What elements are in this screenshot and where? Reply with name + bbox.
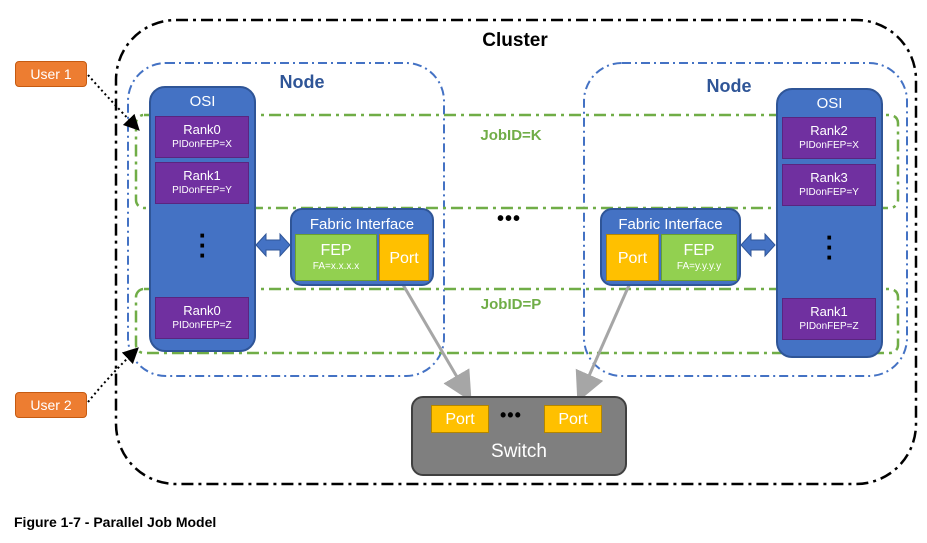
between-nodes-ellipsis: ••• [497, 208, 522, 230]
cluster-boundary [114, 18, 918, 486]
switch-port-right: Port [544, 405, 602, 433]
node-left-boundary [127, 62, 445, 377]
left-port-to-switch [400, 282, 472, 402]
right-fabric-interface-title: Fabric Interface [618, 216, 723, 233]
node-left-title: Node [279, 72, 325, 92]
user2-connector [87, 347, 139, 403]
right-fi-port: Port [606, 234, 659, 281]
left-rank-0: Rank0 PIDonFEP=X [155, 116, 249, 158]
left-fep-label: FEP [320, 242, 352, 259]
left-osi-title: OSI [189, 93, 216, 110]
left-rank-0-name: Rank0 [183, 122, 221, 137]
job-p-boundary [134, 287, 900, 355]
left-rank-0-pid: PIDonFEP=X [172, 139, 232, 150]
switch-port-ellipsis: ••• [500, 405, 522, 425]
left-fi-port: Port [379, 234, 429, 281]
left-fep: FEP FA=x.x.x.x [295, 234, 377, 281]
node-right-title: Node [706, 76, 752, 96]
right-rank-0: Rank2 PIDonFEP=X [782, 117, 876, 159]
job-k-boundary [134, 113, 900, 210]
left-rank-1-pid: PIDonFEP=Y [172, 185, 232, 196]
figure-caption: Figure 1-7 - Parallel Job Model [14, 514, 217, 530]
right-osi-title: OSI [816, 95, 843, 112]
right-rank-0-pid: PIDonFEP=X [799, 140, 859, 151]
cluster-title: Cluster [482, 30, 548, 51]
left-fabric-interface-title: Fabric Interface [309, 216, 415, 233]
right-osi-ellipsis: ··· [825, 222, 835, 272]
left-rank-2-pid: PIDonFEP=Z [172, 320, 232, 331]
user-2-badge: User 2 [15, 392, 87, 418]
right-rank-1-pid: PIDonFEP=Y [799, 187, 859, 198]
left-rank-1: Rank1 PIDonFEP=Y [155, 162, 249, 204]
user-1-badge: User 1 [15, 61, 87, 87]
right-rank-2-pid: PIDonFEP=Z [799, 321, 859, 332]
job-k-label: JobID=K [480, 127, 542, 144]
right-port-to-switch [575, 282, 632, 403]
right-rank-0-name: Rank2 [810, 123, 848, 138]
right-fep-label: FEP [683, 242, 715, 259]
right-fep: FEP FA=y.y.y.y [661, 234, 737, 281]
user1-connector [87, 74, 140, 131]
left-rank-1-name: Rank1 [183, 168, 221, 183]
right-rank-1: Rank3 PIDonFEP=Y [782, 164, 876, 206]
left-fep-address: FA=x.x.x.x [312, 261, 360, 272]
right-rank-2: Rank1 PIDonFEP=Z [782, 298, 876, 340]
switch-title: Switch [491, 441, 547, 462]
right-rank-2-name: Rank1 [810, 304, 848, 319]
node-right-boundary [583, 62, 908, 377]
right-fep-address: FA=y.y.y.y [676, 261, 722, 272]
left-osi-ellipsis: ··· [198, 220, 208, 270]
job-p-label: JobID=P [480, 296, 542, 313]
switch-port-left: Port [431, 405, 489, 433]
left-rank-2-name: Rank0 [183, 303, 221, 318]
left-osi-fi-link [255, 232, 291, 258]
right-osi-fi-link [740, 232, 776, 258]
left-rank-2: Rank0 PIDonFEP=Z [155, 297, 249, 339]
right-rank-1-name: Rank3 [810, 170, 848, 185]
